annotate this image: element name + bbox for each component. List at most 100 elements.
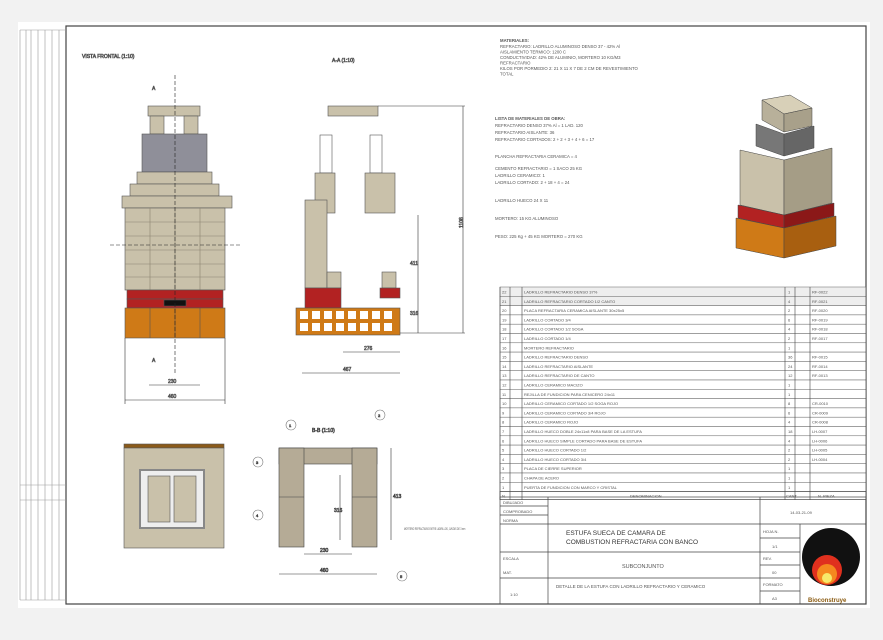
front-view-label: VISTA FRONTAL (1:10) [82,54,135,60]
dim-plan-inner: 230 [320,548,329,554]
parts-cell-desc: LADRILLO CERAMICO CORTADO 1/2 SOGA ROJO [524,401,618,406]
dim-section-outer: 467 [343,367,352,373]
parts-header-code: N. PIEZA [818,494,835,499]
parts-cell-qty: 2 [788,457,791,462]
parts-cell-qty: 18 [788,429,793,434]
parts-cell-code: LH-0007 [812,429,828,434]
plan-note: MORTERO REFRACTARIO ENTRE LADRILLOS, JUN… [404,526,466,531]
parts-cell-code: RF-0014 [812,364,828,369]
section-view: A-A (1:10) 1108 411 316 276 467 [295,58,465,374]
materials-list-heading: LISTA DE MATERIALES DE OBRA: [495,116,566,121]
parts-header-desc: DENOMINACION [630,494,662,499]
sheet-value: 1/1 [772,544,778,549]
balloon-3: 3 [256,460,259,465]
dim-plan-height: 413 [393,494,402,500]
dim-front-inner: 230 [168,379,177,385]
balloon-1: 1 [289,423,292,428]
parts-cell-n: 9 [502,410,505,415]
parts-table-row: 20 PLACA REFRACTARIA CERAMICA AISLANTE 30… [499,305,867,316]
parts-cell-desc: LADRILLO HUECO SIMPLE CORTADO PARA BASE … [524,438,642,443]
materials-list-line: REFRACTARIO AISLANTE: 36 [495,130,555,135]
parts-cell-qty: 6 [788,317,791,322]
drawing-title-line1: ESTUFA SUECA DE CAMARA DE [566,530,666,537]
parts-cell-n: 21 [502,299,507,304]
note-line: REFRACTARIO: LADRILLO ALUMINOSO DENSO 37… [500,44,620,49]
logo-text: Bioconstruye [808,598,847,604]
parts-cell-code: LH-0005 [812,448,828,453]
parts-cell-desc: LADRILLO CORTADO 3/4 [524,317,572,322]
parts-cell-qty: 1 [788,485,791,490]
parts-cell-qty: 2 [788,308,791,313]
parts-cell-qty: 36 [788,355,793,360]
sheet-label: HOJA N. [763,529,779,534]
parts-cell-qty: 2 [788,448,791,453]
parts-cell-desc: PLACA REFRACTARIA CERAMICA AISLANTE 30x2… [524,308,625,313]
parts-cell-qty: 1 [788,476,791,481]
format-label: FORMATO [763,582,783,587]
scale-value: 1:10 [510,592,519,597]
parts-cell-n: 16 [502,345,507,350]
parts-cell-qty: 6 [788,410,791,415]
parts-cell-n: 13 [502,373,507,378]
parts-cell-n: 4 [502,457,505,462]
dim-section-low: 316 [410,311,419,317]
materials-list-line: LADRILLO HUECO 24 X 11 [495,198,549,203]
section-marker-top: A [152,86,156,92]
parts-cell-code: RF-0021 [812,299,828,304]
parts-cell-code: CR-0009 [812,410,829,415]
notes-heading: MATERIALES: [500,38,530,43]
parts-cell-n: 10 [502,401,507,406]
dim-section-height: 1108 [459,217,465,228]
parts-cell-qty: 4 [788,327,791,332]
parts-cell-desc: MORTERO REFRACTARIO [524,345,574,350]
drawing-title-line2: COMBUSTION REFRACTARIA CON BANCO [566,539,698,546]
stove-3d-render [735,94,837,259]
parts-cell-code: RF-0013 [812,373,828,378]
parts-cell-qty: 1 [788,466,791,471]
parts-cell-qty: 24 [788,364,793,369]
meta-drawn: DIBUJADO [503,500,523,505]
drawing-date: 14-03-21-09 [790,510,813,515]
materials-list-line: CEMENTO REFRACTARIO = 1 SACO 25 KG [495,166,583,171]
parts-cell-code: RF-0020 [812,308,828,313]
parts-cell-qty: 1 [788,290,791,295]
parts-cell-qty: 1 [788,392,791,397]
note-line: KILOS POR PORMEDIO 2: 21 X 11 X 7 DE 2 C… [500,66,639,71]
note-line: REFRACTARIO [500,61,531,66]
format-value: A3 [772,596,778,601]
parts-cell-desc: LADRILLO REFRACTARIO DENSO [524,355,588,360]
parts-cell-qty: 2 [788,336,791,341]
materials-list-line: REFRACTARIO DENSO 37% Al = 1 LAD. 120 [495,123,584,128]
parts-cell-n: 5 [502,448,505,453]
section-view-label: A-A (1:10) [332,58,355,64]
parts-cell-n: 18 [502,327,507,332]
balloon-4: 4 [256,513,259,518]
section-marker-bottom: A [152,358,156,364]
parts-table-row: 3 PLACA DE CIERRE SUPERIOR 1 [499,463,867,474]
materials-list-line: PESO: 225 Kg + 45 KG MORTERO = 270 KG [495,234,583,239]
parts-cell-qty: 4 [788,299,791,304]
dim-plan-depth: 316 [334,508,343,514]
parts-cell-code: RF-0017 [812,336,828,341]
parts-cell-desc: LADRILLO CORTADO 1/2 SOGA [524,327,584,332]
parts-cell-code: CR-0010 [812,401,829,406]
plan-section-view: B-B (1:10) 230 460 413 316 1 2 3 4 5 [252,409,408,582]
parts-cell-n: 20 [502,308,507,313]
parts-cell-code: RF-0018 [812,327,828,332]
parts-cell-desc: LADRILLO HUECO CORTADO 3/4 [524,457,587,462]
parts-cell-n: 3 [502,466,505,471]
company-logo: Bioconstruye [802,528,860,604]
parts-cell-desc: PLACA DE CIERRE SUPERIOR [524,466,582,471]
parts-cell-n: 22 [502,290,507,295]
